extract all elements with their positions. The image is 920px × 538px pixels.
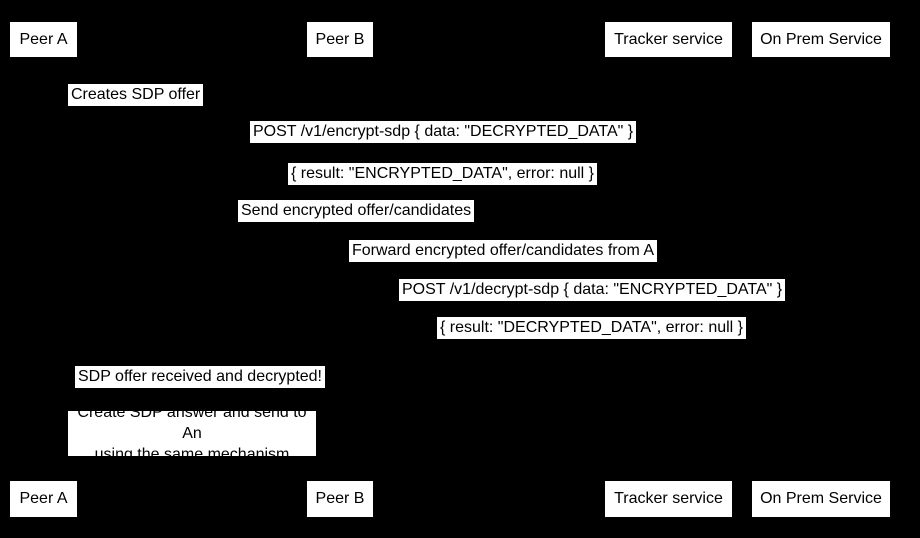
message-post-decrypt-sdp: POST /v1/decrypt-sdp { data: "ENCRYPTED_… xyxy=(399,279,786,301)
participant-on-prem-service-bottom: On Prem Service xyxy=(752,481,890,517)
note-line-2: using the same mechanism xyxy=(94,446,290,463)
participant-peer-b-top: Peer B xyxy=(307,22,373,57)
message-sdp-offer-received: SDP offer received and decrypted! xyxy=(75,366,325,388)
message-forward-encrypted-offer: Forward encrypted offer/candidates from … xyxy=(349,240,658,262)
participant-tracker-service-bottom: Tracker service xyxy=(605,481,732,517)
participant-peer-a-bottom: Peer A xyxy=(10,481,77,517)
participant-tracker-service-top: Tracker service xyxy=(605,22,732,57)
message-creates-sdp-offer: Creates SDP offer xyxy=(68,84,204,106)
participant-on-prem-service-top: On Prem Service xyxy=(752,22,890,57)
participant-peer-a-top: Peer A xyxy=(10,22,77,57)
participant-peer-b-bottom: Peer B xyxy=(307,481,373,517)
note-create-sdp-answer: Create SDP answer and send to An using t… xyxy=(68,404,316,463)
message-send-encrypted-offer: Send encrypted offer/candidates xyxy=(238,200,475,222)
message-post-encrypt-sdp: POST /v1/encrypt-sdp { data: "DECRYPTED_… xyxy=(250,121,637,143)
message-encrypt-result: { result: "ENCRYPTED_DATA", error: null … xyxy=(288,163,598,185)
message-decrypt-result: { result: "DECRYPTED_DATA", error: null … xyxy=(437,317,747,339)
note-line-1: Create SDP answer and send to An xyxy=(77,404,307,442)
